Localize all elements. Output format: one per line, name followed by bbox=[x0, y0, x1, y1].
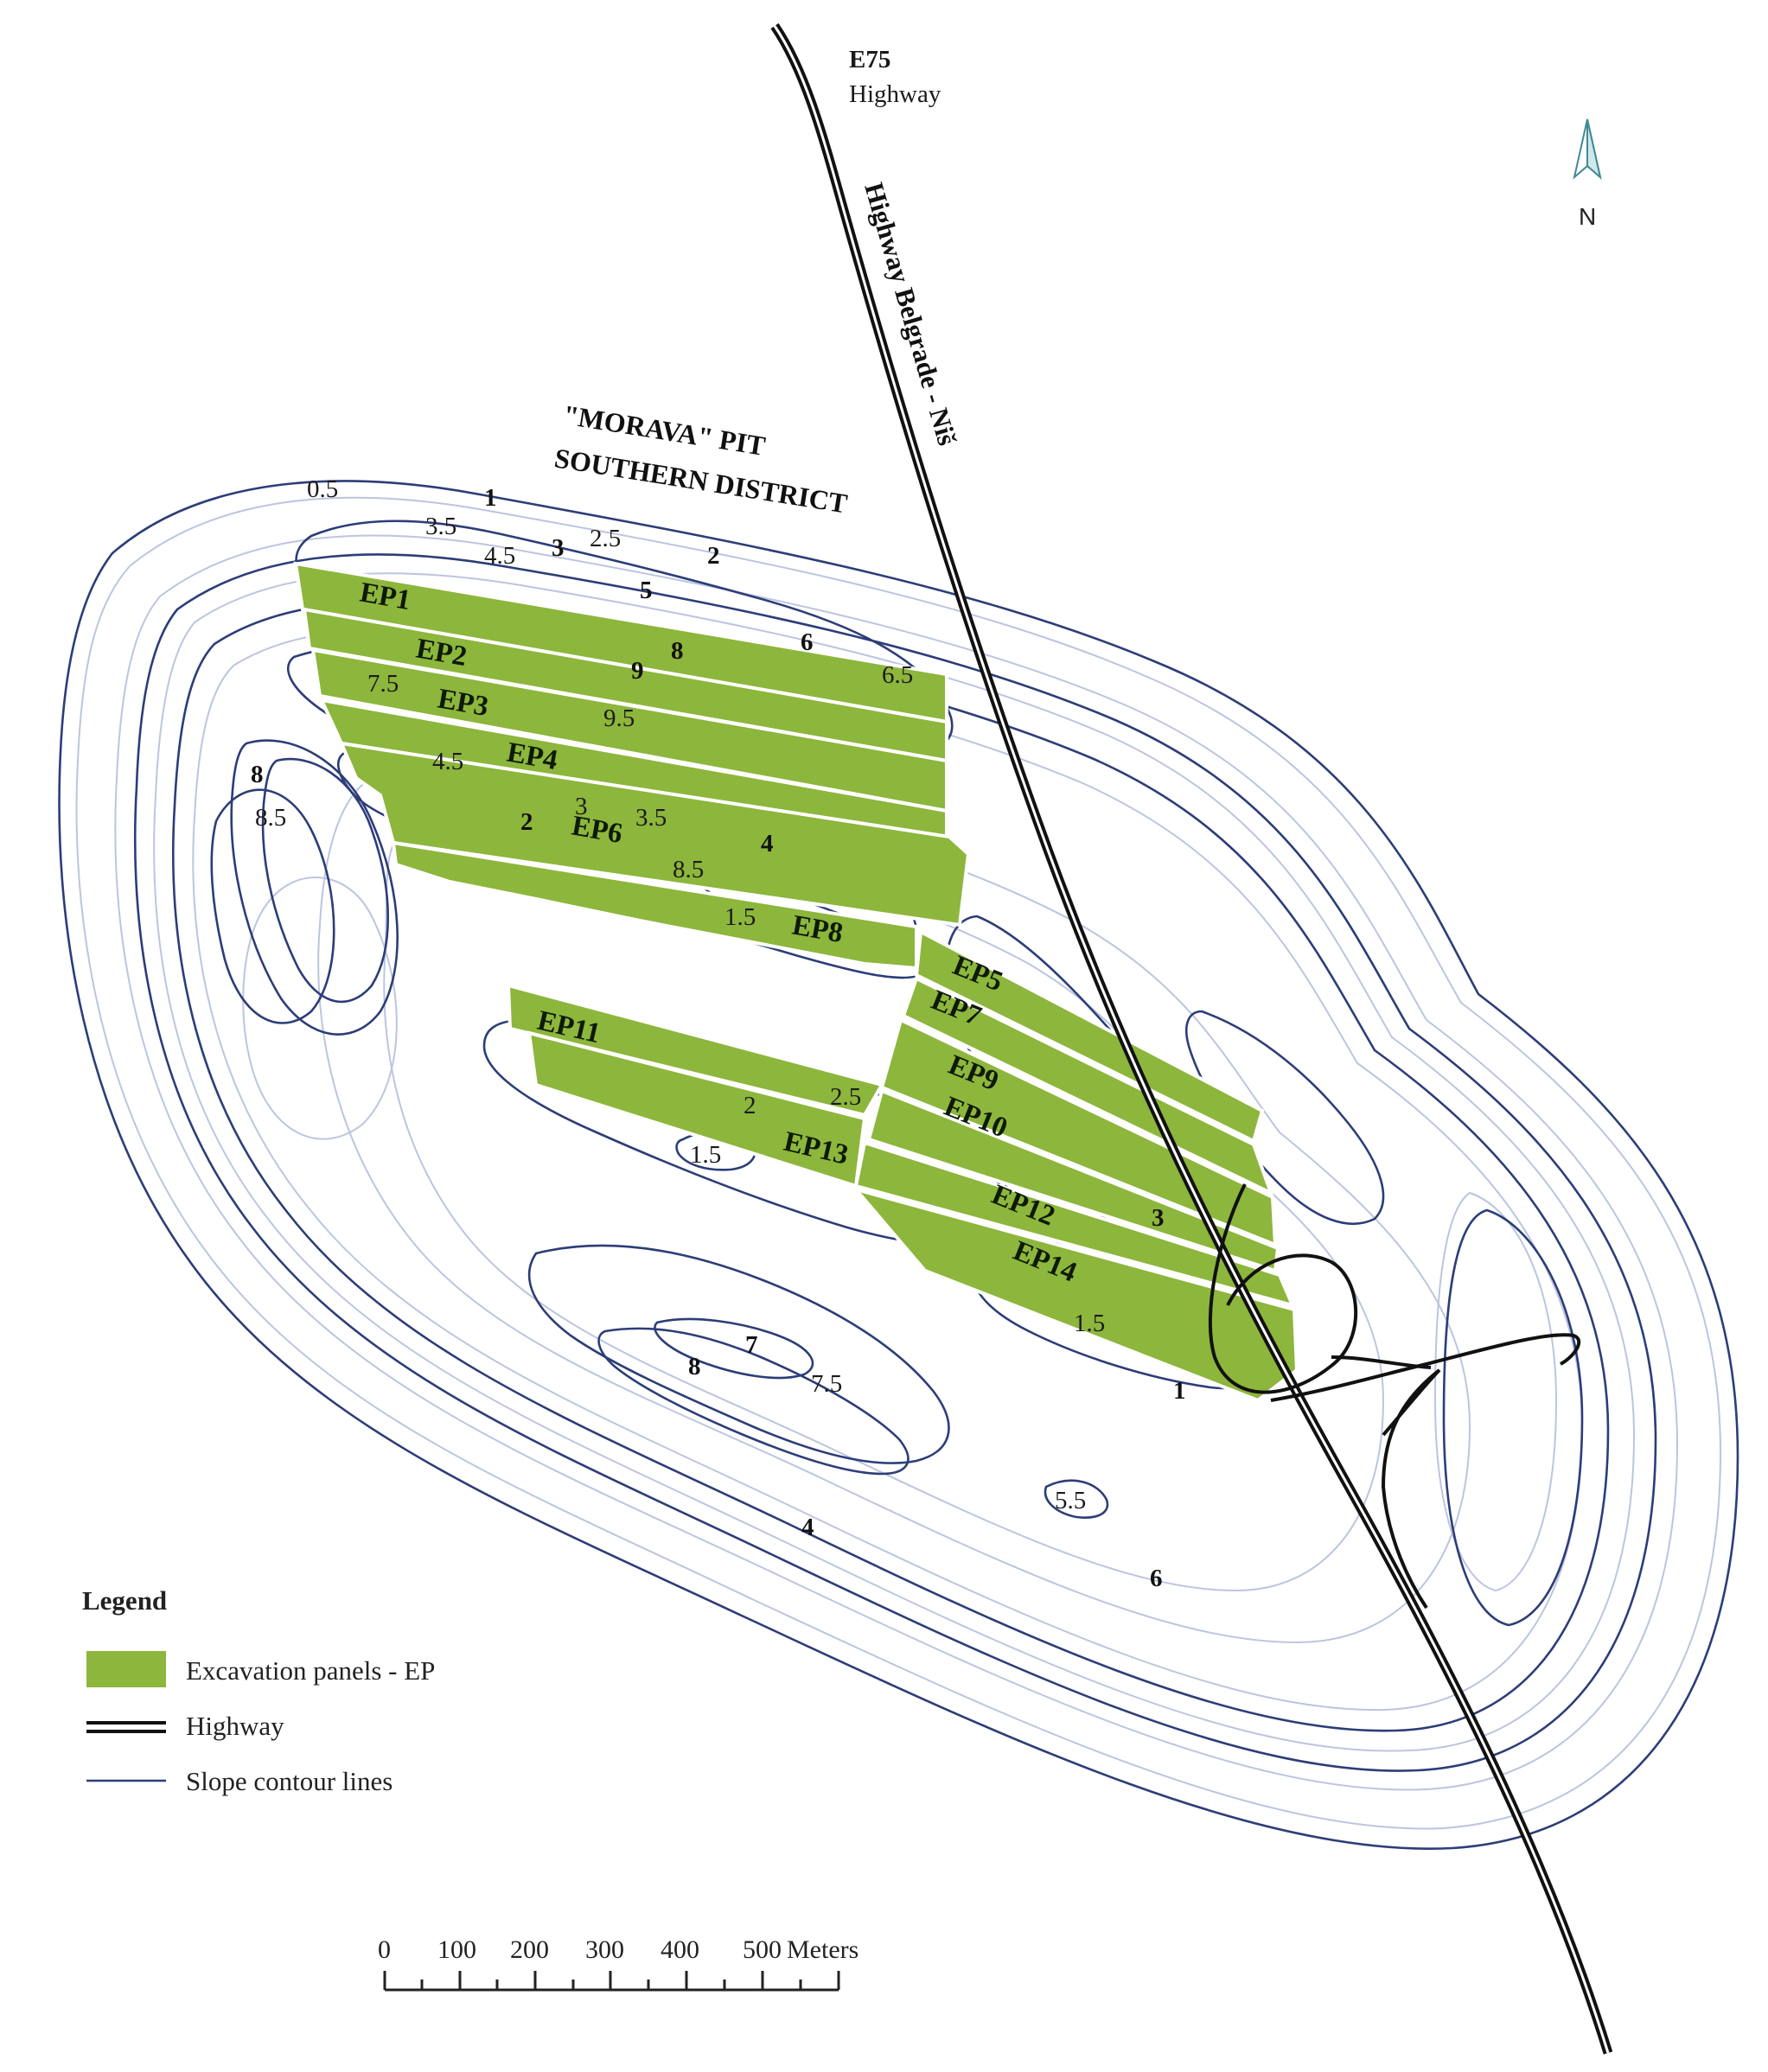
contour-label: 3.5 bbox=[425, 513, 456, 540]
contour-label: 7 bbox=[745, 1331, 758, 1359]
panel-ep6[interactable] bbox=[338, 741, 971, 928]
interchange-ramp-east bbox=[1270, 1333, 1581, 1402]
contour-label: 4 bbox=[761, 830, 774, 857]
contour-label: 6.5 bbox=[882, 661, 913, 689]
scale-tick-label: 0 bbox=[378, 1935, 391, 1964]
contour-label: 2 bbox=[744, 1092, 756, 1119]
legend-label-panels: Excavation panels - EP bbox=[186, 1655, 435, 1686]
panel-ep9[interactable] bbox=[879, 1017, 1278, 1248]
legend-title: Legend bbox=[82, 1585, 167, 1616]
contour-label: 9.5 bbox=[603, 704, 635, 732]
contour-label: 1 bbox=[484, 484, 497, 512]
scale-tick-label: 500 bbox=[743, 1935, 782, 1964]
contour-label: 8.5 bbox=[255, 804, 286, 832]
scale-unit-label: Meters bbox=[787, 1935, 858, 1964]
legend-label-contours: Slope contour lines bbox=[186, 1766, 393, 1796]
contour-label: 8 bbox=[671, 637, 684, 665]
contour-label: 0.5 bbox=[307, 475, 338, 503]
contour-label: 2.5 bbox=[830, 1083, 861, 1111]
scale-bar: 0 100 200 300 400 500 Meters bbox=[378, 1935, 858, 1992]
north-label: N bbox=[1579, 203, 1596, 230]
contour-label: 2 bbox=[520, 808, 533, 836]
contour-value-labels: 0.5 1 3.5 4.5 3 2.5 2 5 8 6 6.5 9 7.5 9.… bbox=[251, 475, 1186, 1592]
contour-label: 8 bbox=[688, 1353, 701, 1380]
panel-ep5[interactable] bbox=[914, 928, 1265, 1144]
legend-swatch-highway bbox=[86, 1721, 166, 1733]
highway-code-label: E75 bbox=[849, 46, 890, 73]
map-title-line2: SOUTHERN DISTRICT bbox=[552, 442, 850, 519]
excavation-panels bbox=[293, 561, 1299, 1403]
contour-label: 5.5 bbox=[1055, 1487, 1086, 1514]
contour-label: 9 bbox=[631, 657, 644, 685]
contour-label: 8 bbox=[251, 761, 264, 788]
contour-label: 1 bbox=[1173, 1377, 1186, 1405]
legend-swatch-panel bbox=[86, 1651, 166, 1687]
highway[interactable] bbox=[770, 22, 1613, 2055]
contour-label: 2.5 bbox=[590, 525, 621, 552]
panel-ep11[interactable] bbox=[506, 983, 885, 1118]
highway-word-label: Highway bbox=[849, 80, 941, 108]
scale-tick-label: 100 bbox=[437, 1935, 476, 1964]
contour-label: 2 bbox=[707, 542, 720, 570]
contour-label: 1.5 bbox=[690, 1141, 721, 1169]
legend-label-highway: Highway bbox=[186, 1711, 284, 1741]
contour-label: 4 bbox=[801, 1514, 814, 1541]
contour-label: 1.5 bbox=[1074, 1310, 1105, 1337]
contour-label: 6 bbox=[801, 628, 814, 656]
panel-ep8[interactable] bbox=[391, 840, 918, 971]
contour-label: 4.5 bbox=[432, 748, 463, 775]
panel-ep14[interactable] bbox=[851, 1186, 1299, 1403]
contour-label: 4.5 bbox=[484, 542, 515, 570]
contour-label: 7.5 bbox=[811, 1370, 842, 1398]
contour-label: 8.5 bbox=[673, 856, 704, 883]
contour-label: 6 bbox=[1150, 1565, 1163, 1592]
contour-label: 3 bbox=[552, 534, 565, 562]
panel-ep10[interactable] bbox=[866, 1088, 1280, 1273]
interchange-loop bbox=[1208, 1183, 1358, 1394]
scale-tick-label: 200 bbox=[510, 1935, 549, 1964]
scale-tick-label: 400 bbox=[661, 1935, 699, 1964]
contour-label: 3.5 bbox=[635, 804, 667, 832]
interchange-ramp-south bbox=[1381, 1368, 1441, 1610]
contour-label: 3 bbox=[575, 793, 588, 820]
contour-label: 7.5 bbox=[367, 670, 399, 698]
legend: Legend Excavation panels - EP Highway Sl… bbox=[82, 1585, 435, 1796]
contour-label: 3 bbox=[1152, 1204, 1165, 1232]
contour-label: 5 bbox=[640, 577, 653, 604]
contour-label: 1.5 bbox=[724, 903, 756, 931]
scale-tick-label: 300 bbox=[585, 1935, 624, 1964]
north-arrow-icon bbox=[1573, 118, 1602, 180]
panel-ep12[interactable] bbox=[853, 1140, 1296, 1309]
